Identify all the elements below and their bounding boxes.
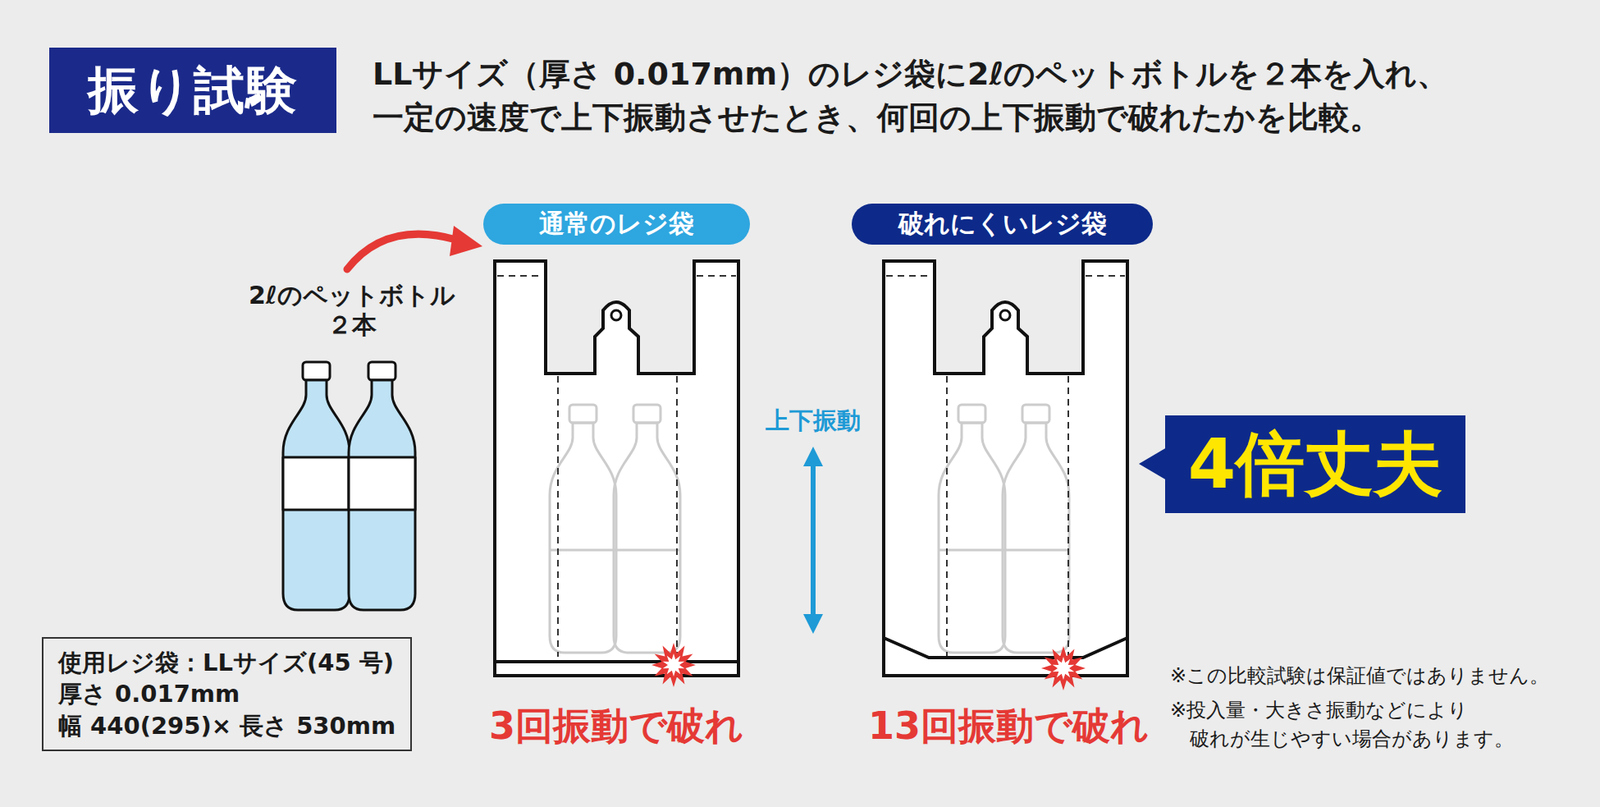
node-text: 破れにくいレジ袋 [898,209,1107,239]
spec-line: 厚さ 0.017mm [58,677,396,709]
title-box: 振り試験 [49,47,337,133]
result-box: 4倍丈夫 [1165,415,1466,513]
node-text: 4倍丈夫 [1188,424,1443,504]
tear-bursts [651,642,1086,691]
bottle-caption: 2ℓのペットボトル ２本 [228,280,476,340]
note: ※この比較試験は保証値ではありません。 [1170,663,1550,688]
tear-burst [1041,645,1086,691]
normal-bag [494,260,739,676]
tear-burst [662,653,686,677]
tear-burst [1052,656,1075,680]
bag-label-pill: 破れにくいレジ袋 [851,203,1153,245]
spec-line: 使用レジ袋：LLサイズ(45 号) [58,646,396,678]
bottles [283,361,416,610]
tear-burst [651,642,696,687]
pointer-arrow [347,225,483,270]
node-text: 通常のレジ袋 [539,209,695,239]
vibration-label: 上下振動 [765,406,861,435]
note: ※投入量・大きさ振動などにより 破れが生じやすい場合があります。 [1170,695,1581,754]
result-text: 3回振動で破れ [489,703,744,749]
callout-pointer [1138,447,1167,480]
spec-box: 使用レジ袋：LLサイズ(45 号)厚さ 0.017mm幅 440(295)× 長… [41,636,412,751]
strong-bag [883,260,1128,676]
title-text: 振り試験 [87,55,299,125]
bag-label-pill: 通常のレジ袋 [483,203,750,245]
description: LLサイズ（厚さ 0.017mm）のレジ袋に2ℓのペットボトルを２本を入れ、 一… [372,52,1587,140]
spec-line: 幅 440(295)× 長さ 530mm [58,709,396,741]
result-text: 13回振動で破れ [868,703,1149,749]
vibration-arrow [803,446,823,634]
